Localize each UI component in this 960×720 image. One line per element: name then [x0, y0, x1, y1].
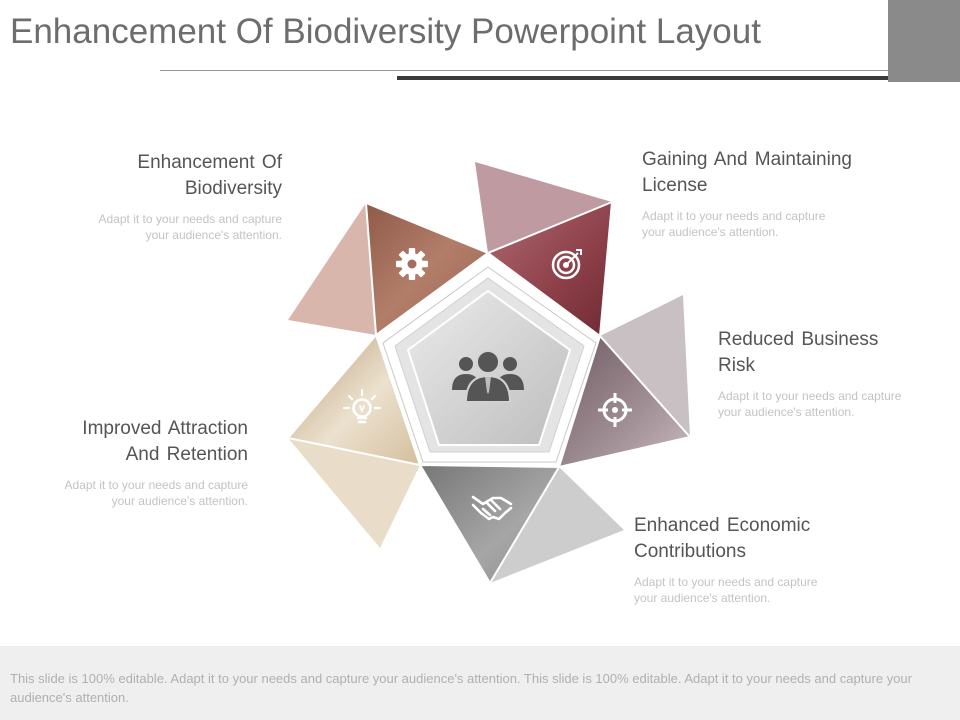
segment-handshake [418, 463, 561, 585]
footer-text: This slide is 100% editable. Adapt it to… [10, 671, 912, 705]
corner-decoration [888, 0, 960, 82]
slide-title: Enhancement Of Biodiversity Powerpoint L… [10, 12, 761, 51]
gear-icon [396, 248, 428, 280]
title-rule-thin [160, 70, 888, 71]
petal-target [475, 162, 612, 253]
team-icon [452, 350, 524, 403]
crosshair-icon [598, 393, 632, 427]
segment-target [485, 200, 614, 338]
petal-handshake [490, 467, 624, 583]
segment-gear [364, 201, 491, 337]
target-icon [551, 249, 582, 280]
handshake-icon [471, 495, 513, 521]
petal-crosshair [600, 295, 690, 437]
lightbulb-icon [342, 388, 382, 424]
segment-crosshair [557, 334, 692, 469]
title-rule-thick [397, 76, 888, 80]
petal-bulb [288, 438, 420, 548]
petal-gear [288, 203, 376, 335]
biodiversity-pentagon-diagram [286, 162, 692, 585]
segment-bulb [286, 333, 422, 467]
footer-bar: This slide is 100% editable. Adapt it to… [0, 646, 960, 720]
